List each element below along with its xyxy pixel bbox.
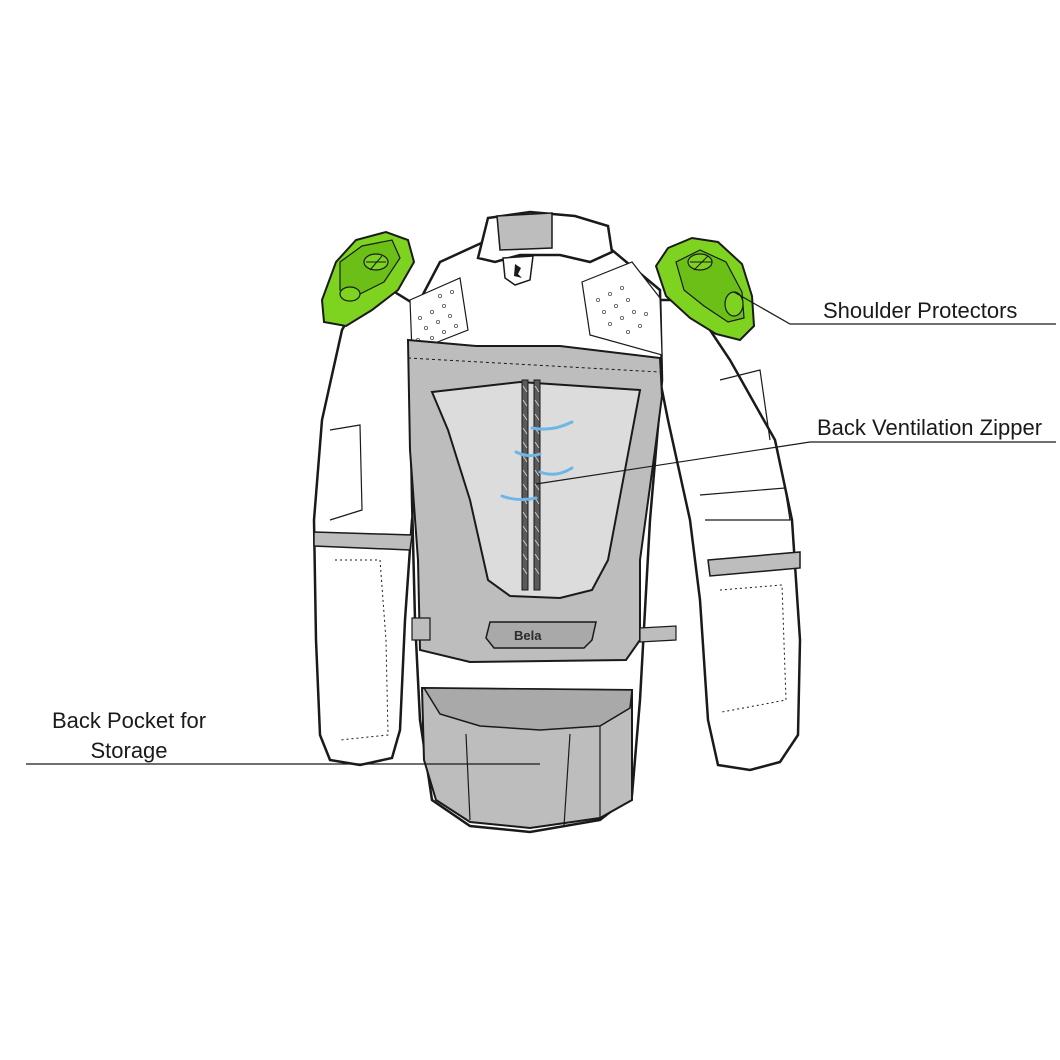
back-pocket-label-line2: Storage (90, 737, 168, 763)
right-sleeve-band (707, 551, 801, 577)
collar-tab (496, 212, 553, 251)
bela-logo-icon (514, 264, 522, 278)
back-panel-stitch (407, 357, 661, 373)
right-perforated-zone (581, 261, 663, 356)
back-pocket-flap (422, 687, 633, 731)
right-shoulder-protector-icon (654, 236, 756, 342)
back-pocket-label-line1: Back Pocket for (51, 708, 207, 733)
left-sleeve-stitch (335, 559, 389, 741)
brand-label: Bela (514, 628, 542, 643)
left-sleeve-band (313, 531, 413, 551)
left-shoulder-protector-icon (320, 230, 416, 328)
right-sleeve-seam (699, 487, 791, 521)
back-pocket-seams (465, 726, 601, 827)
back-pocket-label: Back Pocket for Storage (46, 706, 212, 765)
back-ventilation-zipper-leader (535, 441, 1056, 485)
right-sleeve (648, 298, 802, 772)
shoulder-protectors-leader (733, 291, 1056, 325)
right-elbow-seam (719, 369, 771, 441)
brand-patch (485, 621, 597, 649)
airflow-icon (500, 420, 574, 502)
back-ventilation-zipper-label: Back Ventilation Zipper (817, 415, 1043, 440)
perforation-dots (415, 285, 649, 342)
back-ventilation-zipper (521, 379, 541, 591)
right-waist-band (639, 625, 677, 643)
left-sleeve-seam (329, 424, 363, 521)
shoulder-protectors-label: Shoulder Protectors (823, 298, 1018, 323)
left-waist-band (411, 617, 431, 641)
right-sleeve-stitch (719, 584, 787, 713)
left-perforated-zone (409, 277, 469, 353)
